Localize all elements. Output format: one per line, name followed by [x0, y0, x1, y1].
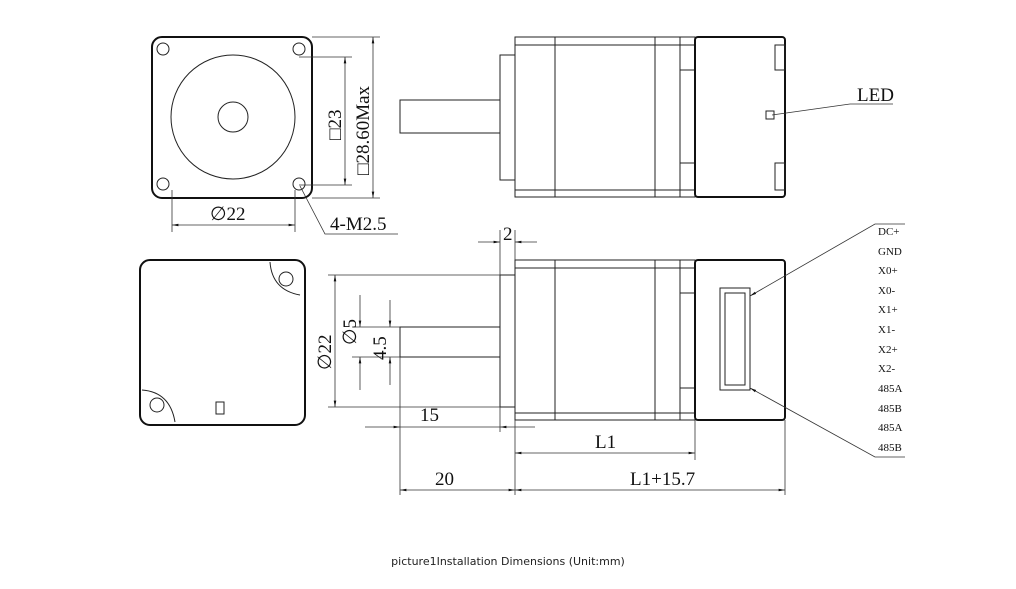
- dim-l1: L1: [595, 432, 616, 453]
- pin-label: GND: [878, 246, 902, 258]
- pin-label: X2-: [878, 363, 895, 375]
- motor-side-view-top: LED: [399, 36, 894, 198]
- pin-label: 485B: [878, 442, 902, 454]
- pin-label: X0-: [878, 285, 895, 297]
- dim-dia-22: ∅22: [210, 204, 246, 225]
- pin-label: DC+: [878, 226, 899, 238]
- pin-label: 485B: [878, 403, 902, 415]
- dim-15: 15: [420, 405, 439, 426]
- motor-front-view: □23 □28.60Max ∅22 4-M2.5: [151, 36, 398, 235]
- dim-square-28-60: □28.60Max: [353, 85, 374, 175]
- dim-20: 20: [435, 469, 454, 490]
- dim-square-23: □23: [325, 110, 346, 140]
- dim-4-5: 4.5: [370, 336, 391, 360]
- led-label: LED: [857, 85, 894, 106]
- dim-l1-plus-15-7: L1+15.7: [630, 469, 695, 490]
- pin-label: X0+: [878, 265, 898, 277]
- figure-caption: picture1Installation Dimensions (Unit:mm…: [391, 555, 625, 568]
- pin-labels: DC+ GND X0+ X0- X1+ X1- X2+ X2- 485A 485…: [878, 226, 903, 454]
- pin-label: X1-: [878, 324, 895, 336]
- dim-4-m2-5: 4-M2.5: [330, 214, 386, 235]
- pin-label: 485A: [878, 422, 903, 434]
- dim-dia-5: ∅5: [340, 319, 361, 345]
- motor-back-view: [139, 259, 306, 426]
- pin-label: X2+: [878, 344, 898, 356]
- pin-label: 485A: [878, 383, 903, 395]
- motor-side-view-bottom: 2 ∅22 ∅5 4.5 15 L1 20 L1+15.7 DC+ GND X0…: [315, 223, 905, 495]
- dim-2: 2: [503, 224, 513, 245]
- pin-label: X1+: [878, 304, 898, 316]
- dim-dia-22-side: ∅22: [315, 334, 336, 370]
